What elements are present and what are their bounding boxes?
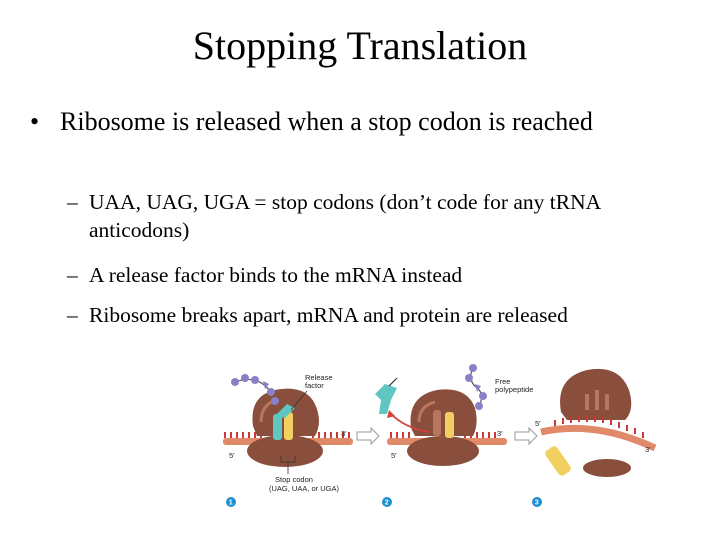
step-2-badge [382,497,392,507]
free-polypeptide-label-line2: polypeptide [495,385,533,394]
five-prime-label: 5′ [229,451,235,460]
release-factor-label-line1: Release [305,373,333,382]
release-factor-yellow-icon [545,446,571,476]
arrow-right-icon [356,426,380,446]
slide-title: Stopping Translation [192,23,528,68]
bullet-marker: • [30,107,40,136]
released-trna-icon [375,377,398,414]
released-mrna-icon [540,416,657,452]
three-prime-label: 3′ [645,445,651,454]
dash-marker: – [67,303,78,327]
step-1-badge [226,497,236,507]
five-prime-label: 5′ [535,419,541,428]
arrow-right-icon [514,426,538,446]
step-3-number: 3 [535,500,539,507]
free-polypeptide-label-line1: Free [495,377,510,386]
free-polypeptide-icon [465,364,487,410]
three-prime-label: 3′ [341,429,347,438]
main-bullet-text: Ribosome is released when a stop codon i… [60,107,593,136]
step-2-number: 2 [385,500,389,507]
sub-bullet-text: UAA, UAG, UGA = stop codons (don’t code … [89,190,600,242]
three-prime-label: 3′ [497,429,503,438]
five-prime-label: 5′ [391,451,397,460]
panel-2: Free polypeptide 3′ 5′ 2 [375,364,533,507]
large-subunit-icon [560,368,632,420]
step-3-badge [532,497,542,507]
sub-bullet-text: A release factor binds to the mRNA inste… [89,263,463,287]
release-factor-icon [273,404,295,440]
panel-1: Release factor 3′ 5′ Stop codon (UAG, UA… [223,373,353,507]
polypeptide-chain-icon [231,374,279,405]
release-factor-label-line2: factor [305,381,324,390]
step-1-number: 1 [229,500,233,507]
stop-codon-label-line2: (UAG, UAA, or UGA) [269,484,340,493]
stop-codon-label-line1: Stop codon [275,475,313,484]
panel-3: 5′ 3′ 3 [532,368,657,507]
sub-bullet-text: Ribosome breaks apart, mRNA and protein … [89,303,568,327]
dash-marker: – [67,190,78,214]
ribosome-icon [407,389,479,466]
small-subunit-icon [583,459,631,477]
translation-termination-figure: Release factor 3′ 5′ Stop codon (UAG, UA… [215,356,720,516]
dash-marker: – [67,263,78,287]
